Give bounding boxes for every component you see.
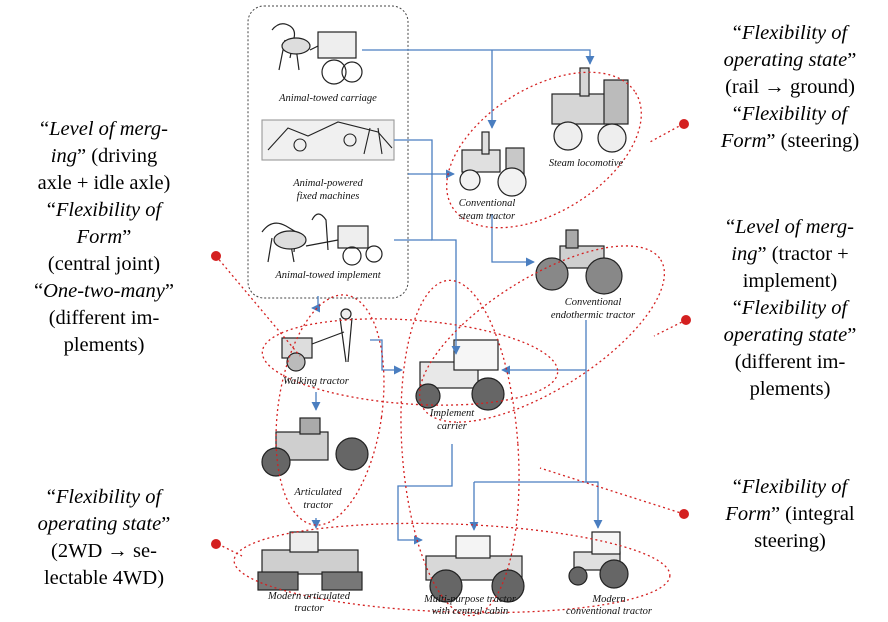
label-modern-conventional-1: Modern	[592, 594, 626, 605]
label-animal-powered-fixed-2: fixed machines	[296, 191, 360, 202]
walking-carrier-ellipse	[261, 318, 559, 406]
annotation-connectors	[215, 123, 687, 557]
label-conv-steam-2: steam tractor	[458, 211, 516, 222]
label-multipurpose-2: with central cabin	[431, 606, 509, 617]
walking-tractor-image	[281, 308, 353, 372]
animal-powered-fixed-machines-image	[261, 119, 395, 161]
animal-era-box	[247, 5, 409, 299]
endothermic-group-ellipse	[418, 245, 666, 423]
modern-tractors-ellipse	[233, 522, 671, 614]
conventional-endothermic-tractor-image	[535, 229, 623, 295]
multipurpose-tractor-image	[425, 535, 525, 603]
label-animal-towed-implement: Animal-towed implement	[275, 270, 381, 281]
annotation-dots	[211, 119, 691, 549]
label-implement-carrier-2: carrier	[437, 421, 467, 432]
modern-conventional-tractor-image	[568, 531, 629, 589]
label-implement-carrier-1: Implement	[429, 408, 475, 419]
implement-carrier-ellipse	[400, 279, 520, 617]
grouping-ellipses	[233, 71, 671, 617]
annotation-bottom-left: “Flexibility of operating state” (2WD → …	[37, 486, 171, 589]
steam-locomotive-image	[551, 67, 629, 153]
label-articulated-2: tractor	[303, 500, 333, 511]
annotation-bottom-right: “Flexibility of Form” (integral steering…	[725, 476, 855, 552]
label-modern-articulated-1: Modern articulated	[268, 591, 350, 602]
annotation-mid-right: “Level of merg- ing” (tractor + implemen…	[723, 216, 857, 400]
articulated-tractor-image	[261, 417, 369, 477]
steam-group-ellipse	[446, 71, 642, 229]
label-conv-endo-2: endothermic tractor	[550, 310, 636, 321]
label-multipurpose-1: Multi-purpose tractor	[424, 594, 516, 605]
label-conv-steam-1: Conventional	[458, 198, 516, 209]
annotation-top-right: “Flexibility of operating state” (rail →…	[720, 22, 860, 152]
implement-carrier-image	[415, 339, 505, 411]
label-animal-towed-carriage: Animal-towed carriage	[279, 93, 377, 104]
evolution-arrows	[311, 49, 603, 545]
label-walking-tractor: Walking tractor	[283, 376, 349, 387]
animal-towed-implement-image	[261, 213, 383, 266]
label-animal-powered-fixed-1: Animal-powered	[293, 178, 363, 189]
animal-towed-carriage-image	[271, 23, 363, 85]
label-conv-endo-1: Conventional	[564, 297, 622, 308]
conventional-steam-tractor-image	[459, 131, 527, 197]
label-modern-conventional-2: conventional tractor	[565, 606, 653, 617]
label-modern-articulated-2: tractor	[294, 603, 324, 614]
modern-articulated-tractor-image	[257, 531, 363, 591]
annotation-top-left: “Level of merg- ing” (driving axle + idl…	[33, 118, 175, 356]
label-articulated-1: Articulated	[294, 487, 342, 498]
walking-articulated-ellipse	[275, 294, 385, 526]
label-steam-locomotive: Steam locomotive	[548, 158, 624, 169]
